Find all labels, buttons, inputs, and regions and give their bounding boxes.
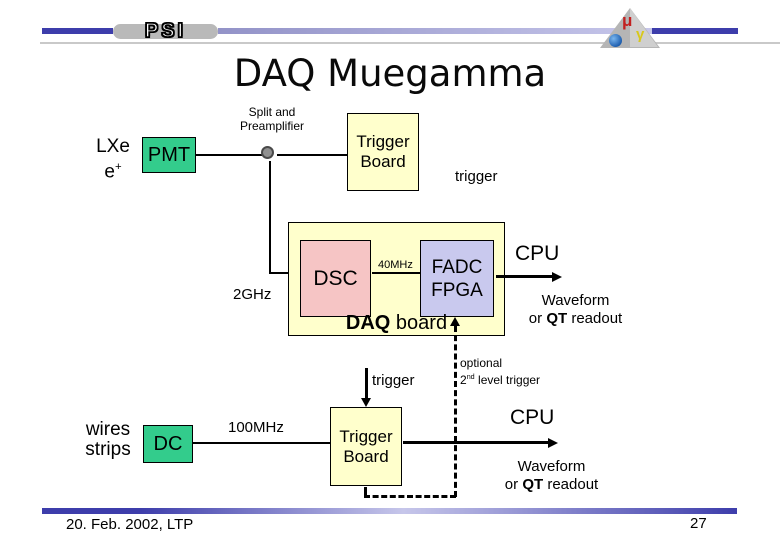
trigger-board-1-box: Trigger Board [347,113,419,191]
optional-trigger-label: optional 2nd level trigger [460,356,541,387]
trigger-in-arrow-head [361,398,371,407]
splitter-label: Split and Preamplifier [239,105,305,133]
rate-2ghz-label: 2GHz [233,286,272,303]
daq-board-box: DSC FADC FPGA DAQ board [288,222,505,336]
header-line-middle [218,28,652,34]
rate-40mhz-label: 40MHz [378,259,413,271]
arrow-tb2-cpu-head [548,437,558,448]
arrow-fadc-cpu-line [496,275,554,278]
dsc-box: DSC [300,240,371,317]
trigger-in-label: trigger [372,372,415,389]
header-divider-line [40,42,780,44]
header-line-left [42,28,113,34]
wire-splitter-triggerboard [277,154,347,156]
rate-100mhz-label: 100MHz [228,419,284,436]
arrow-tb2-cpu-line [403,441,549,444]
meg-triangle-logo-icon: μ γ [600,8,660,48]
readout-label-1: Waveform or QT readout [528,292,623,327]
daq-board-label: DAQ board [345,312,448,334]
triangle-shade [630,8,658,47]
footer-bar [42,508,737,514]
wire-dsc-fadc [372,272,420,274]
pmt-box: PMT [142,137,196,173]
dashed-feedback-horizontal [364,495,456,498]
dashed-feedback-vertical [454,326,457,497]
arrow-fadc-cpu-head [552,271,562,282]
wire-splitter-down [269,161,271,273]
page-number: 27 [690,515,707,532]
page-title: DAQ Muegamma [233,52,547,95]
gamma-glyph: γ [636,26,645,43]
trigger-board-2-box: Trigger Board [330,407,402,486]
readout-label-2: Waveform or QT readout [504,458,599,493]
fadc-fpga-box: FADC FPGA [420,240,494,317]
footer-date: 20. Feb. 2002, LTP [66,516,194,533]
dc-box: DC [143,425,193,463]
cpu-label-1: CPU [515,242,560,265]
header-line-right [652,28,738,34]
psi-logo: PSI [113,20,218,42]
cpu-label-2: CPU [510,406,555,429]
wire-into-dsc [269,272,301,274]
detector-label-lxe: LXe e+ [96,136,130,183]
mu-glyph: μ [622,11,633,30]
detector-label-wires-strips: wires strips [85,419,131,460]
wire-pmt-splitter [196,154,262,156]
wire-dc-triggerboard [193,442,330,444]
trigger-in-arrow-line [365,368,368,400]
psi-logo-text: PSI [144,20,187,42]
electron-globe-icon [609,34,622,47]
dashed-arrow-up-head [450,317,460,326]
trigger-out-label: trigger [455,168,498,185]
dashed-feedback-stub [364,487,367,497]
splitter-node-icon [261,146,274,159]
